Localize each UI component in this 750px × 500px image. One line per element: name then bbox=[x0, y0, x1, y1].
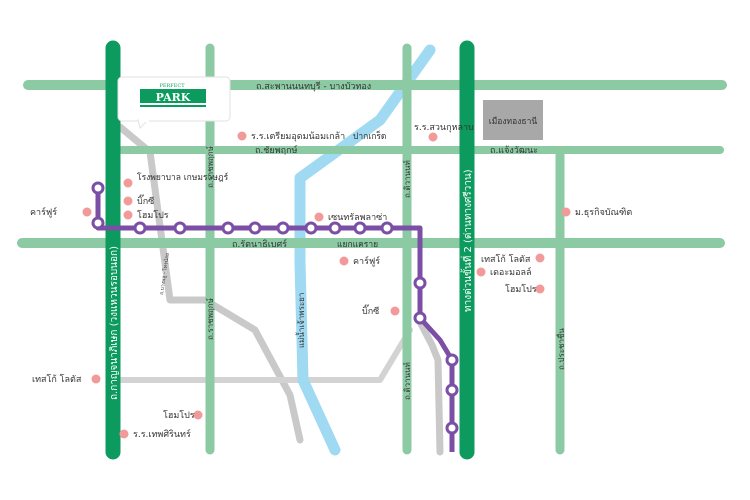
poi-label: คาร์ฟูร์ bbox=[353, 255, 380, 267]
river bbox=[294, 44, 436, 456]
label-pak-kret: ปากเกร็ด bbox=[353, 130, 386, 142]
road-label-prachachuen: ถ.ประชาชื่น bbox=[555, 328, 566, 370]
train-station bbox=[445, 353, 459, 367]
poi: โรงพยาบาล เกษมราษฎร์ bbox=[123, 172, 229, 188]
logo-main-text: PARK bbox=[156, 91, 191, 104]
train-station bbox=[380, 221, 394, 235]
minor-road-tiwanon-branch bbox=[414, 314, 444, 456]
poi: โฮมโปร bbox=[123, 210, 169, 221]
train-station bbox=[91, 181, 105, 195]
purple-line bbox=[91, 181, 459, 452]
poi-label: บิ๊กซี bbox=[137, 194, 154, 207]
poi: โฮมโปร bbox=[163, 410, 203, 421]
poi: เดอะมอลล์ bbox=[476, 266, 532, 278]
river-label: แม่น้ำเจ้าพระยา bbox=[295, 293, 306, 348]
poi-marker bbox=[123, 178, 133, 188]
road-label-rattanathibet: ถ.รัตนาธิเบศร์ bbox=[232, 238, 287, 250]
poi-label: โฮมโปร bbox=[137, 210, 169, 221]
poi: คาร์ฟูร์ bbox=[339, 255, 380, 267]
poi: คาร์ฟูร์ bbox=[30, 206, 92, 218]
poi: บิ๊กซี bbox=[123, 194, 154, 207]
poi: ร.ร.เตรียมอุดมน้อมเกล้า bbox=[237, 131, 345, 142]
poi-marker bbox=[428, 132, 438, 142]
poi-marker bbox=[390, 306, 400, 316]
poi: ร.ร.เทพศิรินทร์ bbox=[119, 428, 191, 440]
poi: เซนทรัลพลาซ่า bbox=[314, 212, 387, 223]
road-label-ratchaphruek-2: ถ.ราชพฤกษ์ bbox=[205, 298, 215, 340]
logo-top-text: PERFECT bbox=[159, 83, 185, 89]
poi: ม.ธุรกิจบัณฑิต bbox=[561, 207, 632, 218]
minor-road-south bbox=[115, 327, 413, 383]
road-label-top: ถ.สะพานนนทบุรี - บางบัวทอง bbox=[256, 81, 371, 92]
poi-marker bbox=[123, 196, 133, 206]
train-station bbox=[413, 311, 427, 325]
poi-marker bbox=[82, 207, 92, 217]
poi-label: คาร์ฟูร์ bbox=[30, 206, 57, 218]
points-of-interest: ร.ร.เตรียมอุดมน้อมเกล้า ร.ร.สวนกุหลาบ โร… bbox=[30, 123, 632, 440]
poi-marker bbox=[476, 267, 486, 277]
label-yaek-khae-rai: แยกแคราย bbox=[337, 240, 378, 250]
train-station bbox=[353, 221, 367, 235]
poi-label: เซนทรัลพลาซ่า bbox=[328, 213, 387, 223]
poi-marker bbox=[237, 131, 247, 141]
poi-label: เทสโก้ โลตัส bbox=[481, 254, 531, 265]
muang-thong-label: เมืองทองธานี bbox=[489, 116, 538, 127]
poi-label: เดอะมอลล์ bbox=[490, 266, 532, 278]
road-label-tiwanon-1: ถ.ติวานนท์ bbox=[402, 160, 412, 198]
road-label-ratchaphruek-1: ถ.ราชพฤกษ์ bbox=[205, 146, 215, 188]
poi-label: บิ๊กซี bbox=[362, 304, 379, 317]
poi-label: ร.ร.เตรียมอุดมน้อมเกล้า bbox=[251, 131, 345, 142]
muang-thong-building: เมืองทองธานี bbox=[483, 100, 543, 140]
train-station bbox=[413, 276, 427, 290]
train-station bbox=[133, 221, 147, 235]
main-roads bbox=[105, 40, 475, 460]
poi: โฮมโปร bbox=[505, 284, 545, 295]
poi: ร.ร.สวนกุหลาบ bbox=[414, 123, 474, 142]
train-station bbox=[248, 221, 262, 235]
poi-marker bbox=[123, 210, 133, 220]
poi-marker bbox=[561, 207, 571, 217]
poi-label: โรงพยาบาล เกษมราษฎร์ bbox=[137, 172, 229, 183]
road-label-chaiyaphruek: ถ.ชัยพฤกษ์ bbox=[255, 144, 298, 156]
train-station bbox=[173, 221, 187, 235]
train-station bbox=[445, 421, 459, 435]
poi: เทสโก้ โลตัส bbox=[481, 253, 545, 265]
poi-label: ร.ร.เทพศิรินทร์ bbox=[133, 428, 191, 440]
poi: เทสโก้ โลตัส bbox=[32, 374, 101, 385]
poi: บิ๊กซี bbox=[362, 304, 400, 317]
poi-label: โฮมโปร bbox=[505, 284, 537, 295]
road-label-kanchanaphisek: ถ.กาญจนาภิเษก (วงแหวนรอบนอก) bbox=[109, 246, 120, 400]
train-station bbox=[221, 221, 235, 235]
poi-marker bbox=[193, 410, 203, 420]
perfect-park-logo: PERFECT PARK bbox=[117, 76, 231, 129]
poi-marker bbox=[91, 374, 101, 384]
poi-marker bbox=[535, 284, 545, 294]
train-station bbox=[91, 216, 105, 230]
poi-marker bbox=[119, 429, 129, 439]
train-station bbox=[445, 383, 459, 397]
road-label-chaengwattana: ถ.แจ้งวัฒนะ bbox=[490, 145, 538, 156]
poi-marker bbox=[535, 253, 545, 263]
train-station bbox=[276, 221, 290, 235]
train-station bbox=[328, 221, 342, 235]
poi-label: ร.ร.สวนกุหลาบ bbox=[414, 123, 474, 133]
poi-marker bbox=[314, 212, 324, 222]
poi-label: โฮมโปร bbox=[163, 410, 195, 421]
train-station bbox=[304, 221, 318, 235]
road-label-expressway: ทางด่วนขั้นที่ 2 (ด่านทางศรีวาน) bbox=[460, 169, 474, 312]
poi-marker bbox=[339, 256, 349, 266]
road-label-tiwanon-2: ถ.ติวานนท์ bbox=[402, 362, 412, 400]
poi-label: ม.ธุรกิจบัณฑิต bbox=[575, 207, 632, 218]
poi-label: เทสโก้ โลตัส bbox=[32, 374, 82, 385]
